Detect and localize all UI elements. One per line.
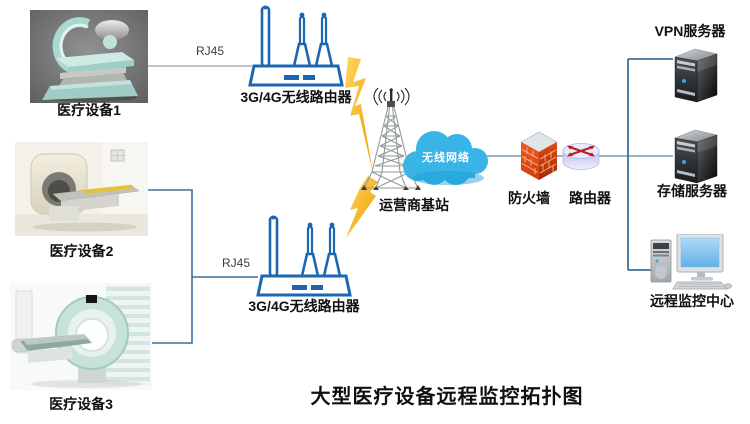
wireless-network-cloud: 无线网络 [396,124,496,190]
wireless-router-1 [248,4,344,88]
wireless-router-1-label: 3G/4G无线路由器 [240,89,352,105]
lightning-bolt-2 [344,176,378,240]
cell-tower-icon [361,87,421,190]
medical-device-2 [15,142,148,236]
medical-device-3-label: 医疗设备3 [49,396,113,412]
server-icon [671,126,721,184]
wireless-router-2 [256,214,352,298]
firewall-icon [520,131,558,180]
cloud-icon: 无线网络 [403,131,488,185]
router-icon [562,143,600,170]
monitoring-center [649,234,733,292]
base-station-tower [360,86,422,192]
storage-server-label: 存储服务器 [657,183,727,199]
medical-device-2-image [15,142,148,236]
diagram-title: 大型医疗设备远程监控拓扑图 [310,386,584,408]
router [561,140,601,172]
lightning-bolt-1 [338,56,378,176]
wireless-router-2-label: 3G/4G无线路由器 [248,298,360,314]
vpn-server [671,45,721,103]
medical-device-1 [30,10,148,103]
medical-device-3 [10,283,152,390]
firewall [519,130,559,184]
storage-server [671,126,721,184]
monitoring-center-label: 远程监控中心 [650,293,734,309]
lightning-icon [346,176,378,238]
router-label: 路由器 [569,190,611,206]
medical-device-2-label: 医疗设备2 [49,243,114,259]
medical-device-3-image [10,283,152,390]
rj45-label-bottom: RJ45 [221,256,250,270]
wireless-router-icon [256,214,352,298]
wireless-router-icon [248,4,344,88]
medical-device-1-label: 医疗设备1 [57,102,121,118]
lightning-icon [345,57,373,173]
medical-device-1-image [30,10,148,103]
server-icon [671,45,721,103]
vpn-server-label: VPN服务器 [654,23,726,39]
rj45-label-top: RJ45 [195,44,224,58]
cloud-label: 无线网络 [421,150,470,164]
firewall-label: 防火墙 [508,190,550,206]
desktop-computer-icon [650,234,732,290]
base-station-label: 运营商基站 [379,197,449,213]
